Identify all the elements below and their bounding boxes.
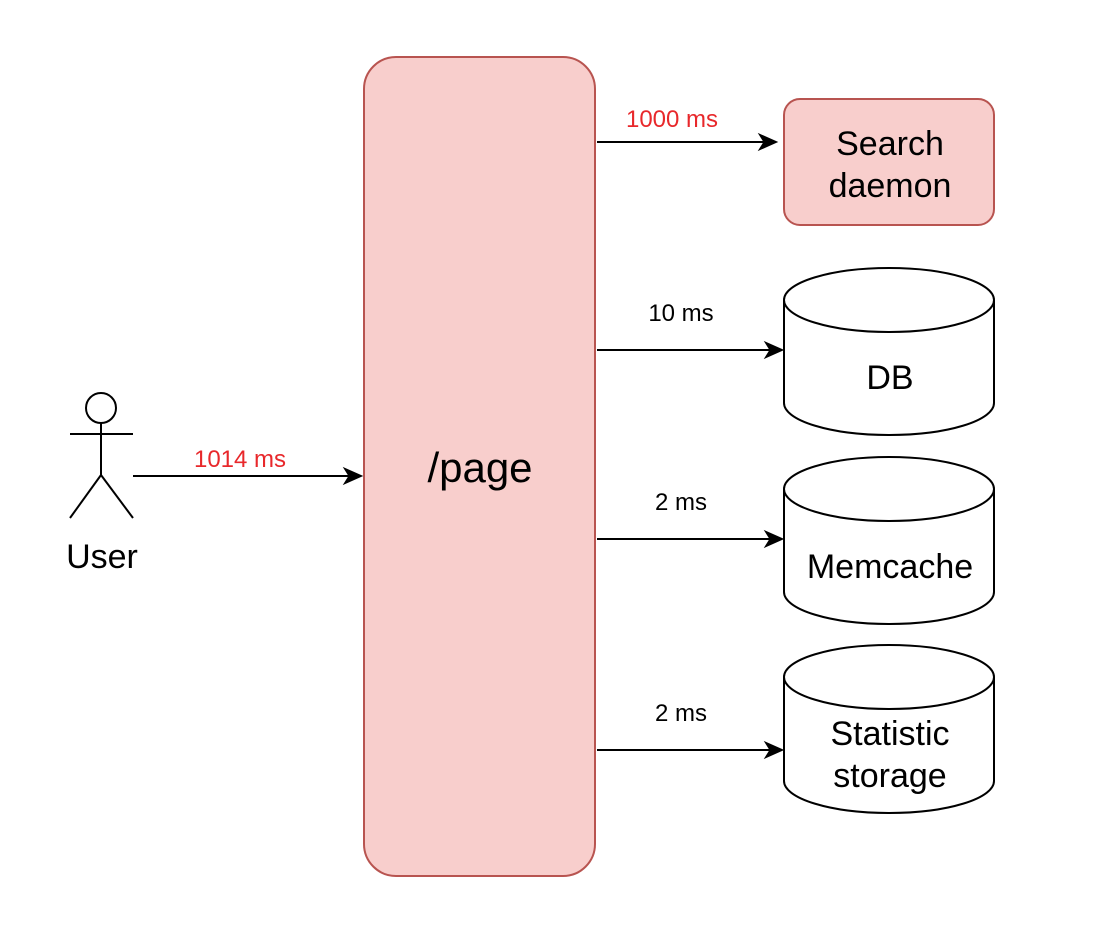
edge-page-to-search: 1000 ms — [597, 106, 779, 152]
edge-page-to-db: 10 ms — [597, 300, 785, 360]
db-cylinder-top-rim — [783, 299, 995, 333]
search-daemon-box — [783, 98, 995, 226]
edge-label-page-to-memcache: 2 ms — [655, 489, 707, 516]
memcache-node: Memcache — [783, 456, 995, 625]
page-service-box — [363, 56, 596, 877]
user-label: User — [66, 538, 138, 576]
page-service-label: /page — [427, 444, 532, 491]
statistic-storage-label-line1: Statistic — [830, 715, 949, 753]
memcache-cylinder-top-rim — [783, 488, 995, 522]
page-service-node: /page — [363, 56, 596, 877]
statistic-storage-cylinder-top-rim — [783, 676, 995, 710]
db-label: DB — [866, 359, 913, 397]
edge-page-to-stats: 2 ms — [597, 700, 785, 760]
person-actor-icon — [69, 392, 134, 519]
edge-label-user-to-page: 1014 ms — [194, 446, 286, 473]
search-daemon-label-line2: daemon — [829, 167, 952, 205]
statistic-storage-label-line2: storage — [833, 757, 946, 795]
statistic-storage-node: Statistic storage — [783, 644, 995, 814]
search-daemon-label-line1: Search — [836, 125, 944, 163]
edge-label-page-to-stats: 2 ms — [655, 700, 707, 727]
memcache-label: Memcache — [807, 548, 973, 586]
memcache-cylinder-icon — [783, 456, 995, 625]
edge-page-to-memcache: 2 ms — [597, 489, 785, 549]
edge-label-page-to-search: 1000 ms — [626, 106, 718, 133]
db-node: DB — [783, 267, 995, 436]
edge-label-page-to-db: 10 ms — [648, 300, 713, 327]
search-daemon-node: Search daemon — [783, 98, 995, 226]
edge-user-to-page: 1014 ms — [133, 446, 364, 486]
database-cylinder-icon — [783, 267, 995, 436]
user-actor: User — [66, 392, 138, 576]
